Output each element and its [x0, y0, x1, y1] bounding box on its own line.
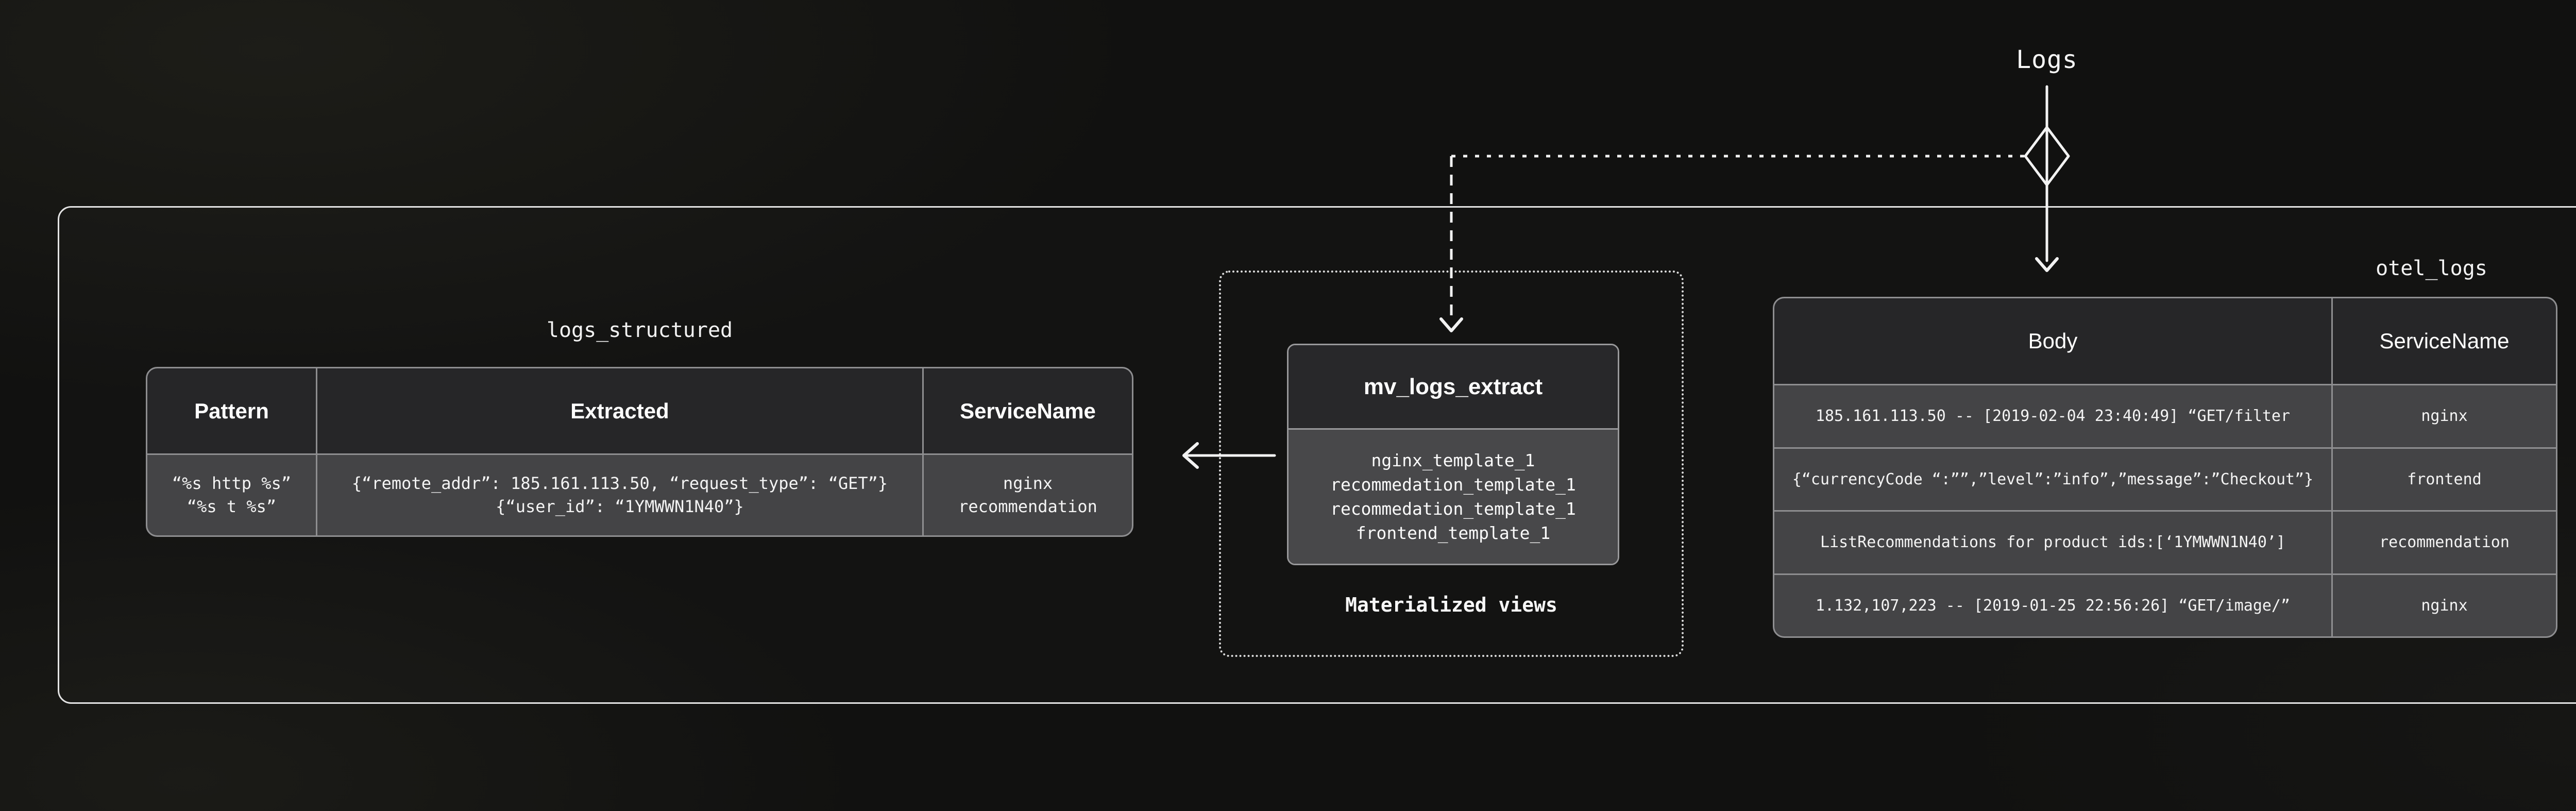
column-header-pattern: Pattern	[147, 368, 316, 453]
mv-template-item: nginx_template_1	[1371, 450, 1535, 470]
pattern-line: “%s http %s”	[172, 474, 292, 493]
otel-service-cell: nginx	[2333, 575, 2556, 636]
extracted-cell: {“remote_addr”: 185.161.113.50, “request…	[317, 455, 922, 535]
column-header-servicename: ServiceName	[924, 368, 1132, 453]
mv-logs-extract-box: mv_logs_extract nginx_template_1 recomme…	[1287, 344, 1619, 565]
otel-logs-title: otel_logs	[2376, 257, 2487, 280]
mv-template-list: nginx_template_1 recommedation_template_…	[1289, 430, 1618, 564]
servicename-line: nginx	[1003, 474, 1053, 493]
otel-service-cell: recommendation	[2333, 512, 2556, 573]
otel-service-cell: nginx	[2333, 385, 2556, 447]
otel-logs-table: Body ServiceName 185.161.113.50 -- [2019…	[1773, 297, 2557, 638]
mv-template-item: recommedation_template_1	[1330, 475, 1576, 495]
database-boundary-panel	[58, 206, 2576, 704]
otel-body-cell: 1.132,107,223 -- [2019-01-25 22:56:26] “…	[1774, 575, 2331, 636]
pattern-line: “%s t %s”	[187, 497, 277, 516]
servicename-cell: nginx recommendation	[924, 455, 1132, 535]
servicename-line: recommendation	[958, 497, 1097, 516]
otel-body-cell: {“currencyCode “:””,”level”:”info”,”mess…	[1774, 448, 2331, 510]
extracted-line: {“remote_addr”: 185.161.113.50, “request…	[351, 474, 888, 493]
logs-structured-table: Pattern Extracted ServiceName “%s http %…	[146, 367, 1133, 537]
branch-diamond-icon	[2024, 126, 2070, 187]
otel-body-cell: ListRecommendations for product ids:[‘1Y…	[1774, 512, 2331, 573]
column-header-extracted: Extracted	[317, 368, 922, 453]
extracted-line: {“user_id”: “1YMWWN1N40”}	[496, 497, 744, 516]
materialized-views-caption: Materialized views	[1345, 594, 1557, 616]
logs-structured-title: logs_structured	[546, 318, 733, 342]
pattern-cell: “%s http %s” “%s t %s”	[147, 455, 316, 535]
mv-template-item: recommedation_template_1	[1330, 499, 1576, 519]
mv-logs-extract-title: mv_logs_extract	[1289, 345, 1618, 430]
column-header-body: Body	[1774, 298, 2331, 384]
column-header-servicename: ServiceName	[2333, 298, 2556, 384]
otel-service-cell: frontend	[2333, 448, 2556, 510]
otel-body-cell: 185.161.113.50 -- [2019-02-04 23:40:49] …	[1774, 385, 2331, 447]
logs-source-label: Logs	[2016, 45, 2078, 74]
mv-template-item: frontend_template_1	[1355, 523, 1551, 543]
